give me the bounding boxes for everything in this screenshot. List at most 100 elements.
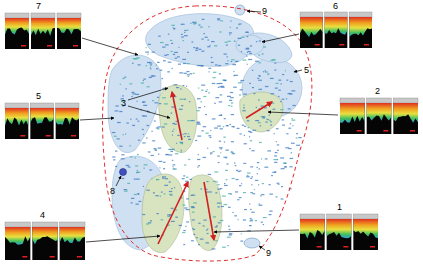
cell-dot — [236, 170, 238, 171]
cell-dot — [262, 117, 265, 118]
cell-dot — [171, 25, 175, 26]
cell-dot — [150, 66, 151, 67]
cell-dot — [259, 205, 263, 206]
cell-dot — [218, 87, 219, 88]
cell-dot — [115, 151, 117, 152]
cell-dot — [135, 204, 138, 205]
cell-dot — [137, 170, 138, 171]
cell-dot — [154, 120, 156, 121]
cell-dot — [220, 20, 223, 21]
cell-dot — [243, 105, 244, 106]
cell-dot — [215, 97, 219, 98]
cell-dot — [271, 175, 273, 176]
cell-dot — [227, 56, 228, 57]
cell-dot — [131, 202, 133, 203]
cell-dot — [198, 87, 199, 88]
cell-dot — [193, 229, 195, 230]
chart-panel — [300, 214, 325, 250]
cell-dot — [262, 53, 264, 54]
cell-dot — [250, 218, 252, 219]
cell-dot — [119, 146, 122, 147]
cell-dot — [150, 64, 152, 65]
cell-dot — [178, 47, 179, 48]
cell-dot — [193, 73, 195, 74]
cell-dot — [292, 120, 296, 121]
cell-dot — [149, 169, 152, 170]
cell-dot — [197, 110, 200, 111]
cell-dot — [220, 148, 222, 149]
cell-dot — [155, 150, 157, 151]
cell-dot — [172, 160, 173, 161]
cell-dot — [248, 51, 251, 52]
cell-dot — [273, 109, 276, 110]
cell-dot — [212, 118, 216, 119]
cell-dot — [186, 198, 189, 199]
chart-panel — [393, 98, 418, 134]
cell-dot — [198, 107, 201, 108]
cell-dot — [155, 111, 157, 112]
cell-dot — [275, 88, 278, 89]
cell-dot — [152, 100, 154, 101]
cell-dot — [255, 220, 257, 221]
cell-dot — [122, 78, 125, 79]
cell-dot — [228, 207, 231, 208]
cell-dot — [207, 233, 209, 234]
cell-dot — [162, 176, 166, 177]
cell-dot — [228, 226, 230, 227]
cell-dot — [259, 62, 261, 63]
cell-dot — [142, 115, 145, 116]
cell-dot — [229, 34, 230, 35]
cell-dot — [164, 185, 168, 186]
cell-dot — [220, 220, 224, 221]
cell-dot — [239, 185, 241, 186]
cell-dot — [281, 186, 283, 187]
cell-dot — [208, 68, 211, 69]
cell-dot — [191, 41, 193, 42]
cell-dot — [156, 68, 158, 69]
cell-dot — [233, 87, 237, 88]
cell-dot — [274, 155, 277, 156]
cell-dot — [248, 131, 251, 132]
cell-dot — [137, 193, 139, 194]
cell-dot — [137, 101, 138, 102]
chart-panel — [32, 222, 57, 260]
cell-dot — [219, 147, 223, 148]
cell-dot — [214, 171, 218, 172]
cell-dot — [269, 211, 272, 212]
cell-dot — [117, 122, 121, 123]
chart-panel — [367, 98, 392, 134]
cell-dot — [173, 54, 175, 55]
blue-dot — [120, 169, 127, 176]
cell-dot — [231, 114, 234, 115]
cell-dots — [112, 18, 302, 249]
cell-dot — [115, 110, 119, 111]
cell-dot — [260, 195, 261, 196]
cell-dot — [171, 221, 175, 222]
cell-dot — [151, 178, 152, 179]
cell-dot — [269, 184, 271, 185]
cell-dot — [242, 110, 246, 111]
cell-dot — [122, 95, 124, 96]
cell-dot — [157, 128, 159, 129]
cell-dot — [296, 133, 298, 134]
cell-dot — [219, 86, 221, 87]
cell-dot — [159, 161, 163, 162]
cell-dot — [138, 201, 141, 202]
cell-dot — [261, 158, 262, 159]
cell-dot — [280, 83, 281, 84]
cell-dot — [261, 222, 263, 223]
cell-dot — [274, 133, 275, 134]
cell-dot — [125, 133, 126, 134]
cell-dot — [250, 219, 253, 220]
cell-dot — [285, 70, 286, 71]
cell-dot — [258, 184, 259, 185]
cell-dot — [275, 152, 278, 153]
cell-dot — [160, 42, 164, 43]
cell-dot — [115, 166, 117, 167]
cell-dot — [156, 213, 158, 214]
cell-dot — [144, 164, 148, 165]
cell-dot — [187, 63, 190, 64]
chart-panel — [5, 13, 29, 49]
cell-dot — [208, 92, 210, 93]
cell-dot — [195, 22, 196, 23]
